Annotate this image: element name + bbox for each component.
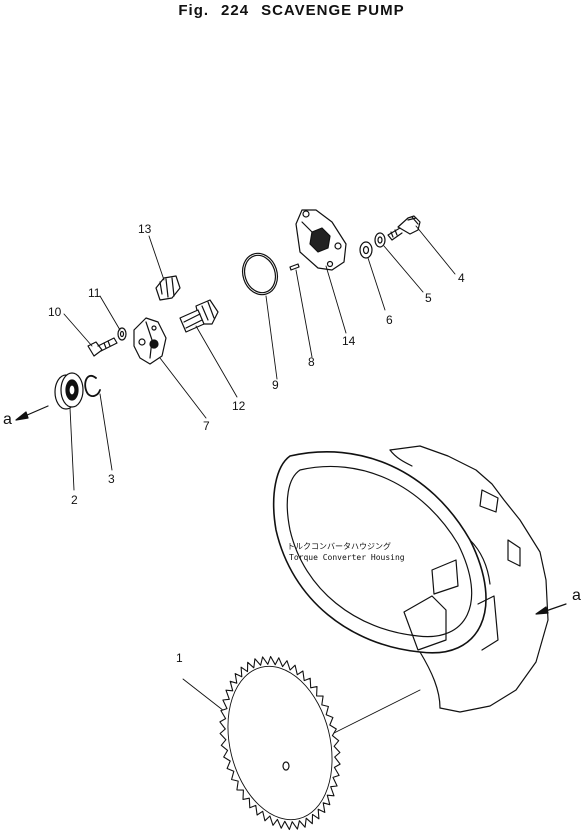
fig-number: 224 bbox=[221, 2, 250, 19]
part-9-o-ring bbox=[241, 252, 279, 296]
figure-title: Fig. 224 SCAVENGE PUMP bbox=[0, 2, 583, 19]
callout-4: 4 bbox=[458, 271, 465, 285]
part-6-washer bbox=[359, 241, 373, 259]
callout-7: 7 bbox=[203, 419, 210, 433]
view-arrow-left bbox=[15, 405, 49, 421]
part-5-washer bbox=[374, 232, 386, 248]
part-1-ring-gear bbox=[219, 655, 341, 831]
callout-6: 6 bbox=[386, 313, 393, 327]
part-12-drive-gear bbox=[179, 299, 219, 333]
fig-label: Fig. bbox=[178, 2, 210, 19]
callout-3: 3 bbox=[108, 472, 115, 486]
view-label-a-right: a bbox=[572, 587, 581, 604]
fig-title-text: SCAVENGE PUMP bbox=[261, 2, 405, 19]
part-13-gear bbox=[155, 275, 181, 301]
part-8-pin bbox=[289, 263, 300, 271]
part-11-washer bbox=[117, 327, 127, 341]
part-2-bearing bbox=[54, 372, 84, 410]
housing-label-jp: トルクコンバータハウジング bbox=[287, 542, 391, 551]
callout-1: 1 bbox=[176, 651, 183, 665]
part-3-snap-ring bbox=[84, 375, 101, 397]
part-14-pump-cover bbox=[295, 209, 347, 271]
callout-10: 10 bbox=[48, 305, 62, 319]
part-7-pump-body bbox=[133, 317, 167, 365]
ring-gear-outline bbox=[219, 655, 341, 831]
torque-converter-housing bbox=[272, 445, 549, 713]
callout-2: 2 bbox=[71, 493, 78, 507]
callout-8: 8 bbox=[308, 355, 315, 369]
callout-14: 14 bbox=[342, 334, 356, 348]
part-4-bolt bbox=[387, 215, 421, 241]
callout-11: 11 bbox=[88, 286, 101, 300]
part-10-bolt bbox=[87, 337, 118, 357]
view-label-a-left: a bbox=[3, 411, 12, 428]
callout-9: 9 bbox=[272, 378, 279, 392]
callout-5: 5 bbox=[425, 291, 432, 305]
callout-13: 13 bbox=[138, 222, 152, 236]
view-arrow-right bbox=[535, 603, 567, 615]
housing-label-en: Torque Converter Housing bbox=[289, 553, 405, 562]
callout-12: 12 bbox=[232, 399, 246, 413]
